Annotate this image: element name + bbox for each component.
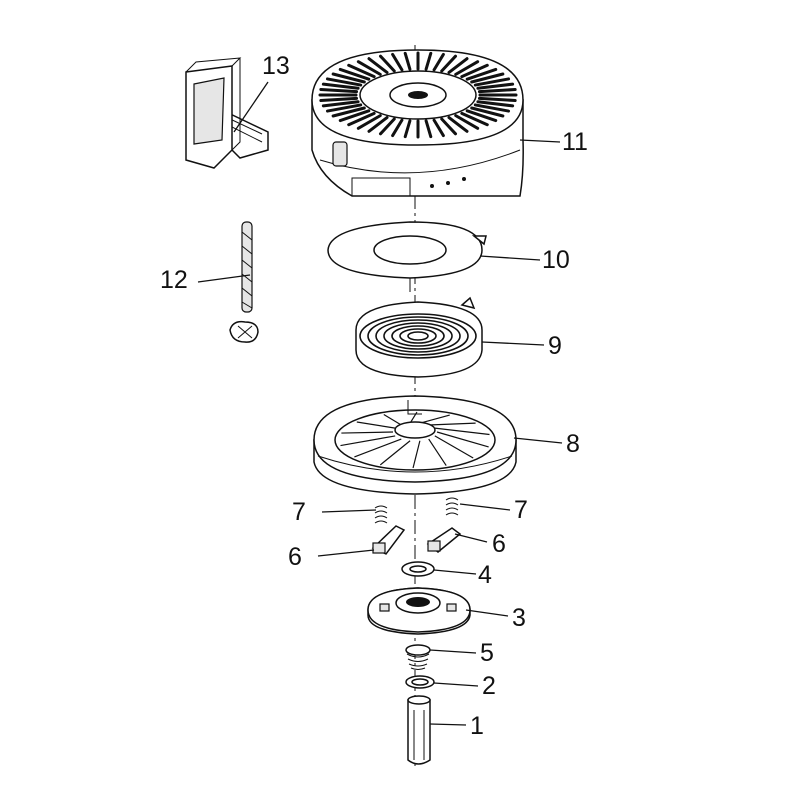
part-5-center-spring [405, 644, 431, 670]
part-3-ratchet [367, 587, 471, 635]
callout-7-right: 7 [514, 496, 528, 524]
callout-8: 8 [566, 430, 580, 458]
housing-vent-slots [318, 51, 518, 139]
callout-5: 5 [480, 639, 494, 667]
part-2-washer [405, 675, 435, 689]
callout-11: 11 [562, 128, 588, 156]
part-8-rope-pulley [313, 395, 517, 495]
callout-10: 10 [542, 246, 570, 274]
part-1-shaft [407, 695, 431, 765]
part-10-spring-cover-plate [327, 221, 487, 292]
callout-13: 13 [262, 52, 290, 80]
part-6-pawls [371, 525, 462, 555]
callout-6-right: 6 [492, 530, 506, 558]
callout-2: 2 [482, 672, 496, 700]
callout-7-left: 7 [292, 498, 306, 526]
callout-9: 9 [548, 332, 562, 360]
part-11-starter-housing [311, 49, 524, 197]
part-4-washer [401, 561, 435, 577]
part-7-pawl-springs [374, 497, 459, 524]
leader-lines [197, 81, 563, 726]
callout-4: 4 [478, 561, 492, 589]
callout-1: 1 [470, 712, 484, 740]
part-12-starter-rope [229, 221, 259, 343]
part-9-recoil-spring [355, 296, 483, 378]
part-13-starter-handle [185, 57, 269, 169]
callout-3: 3 [512, 604, 526, 632]
callout-12: 12 [160, 266, 188, 294]
callout-6-left: 6 [288, 543, 302, 571]
callout-labels: 13 11 10 12 9 8 7 7 6 6 4 3 5 2 1 [160, 52, 588, 740]
